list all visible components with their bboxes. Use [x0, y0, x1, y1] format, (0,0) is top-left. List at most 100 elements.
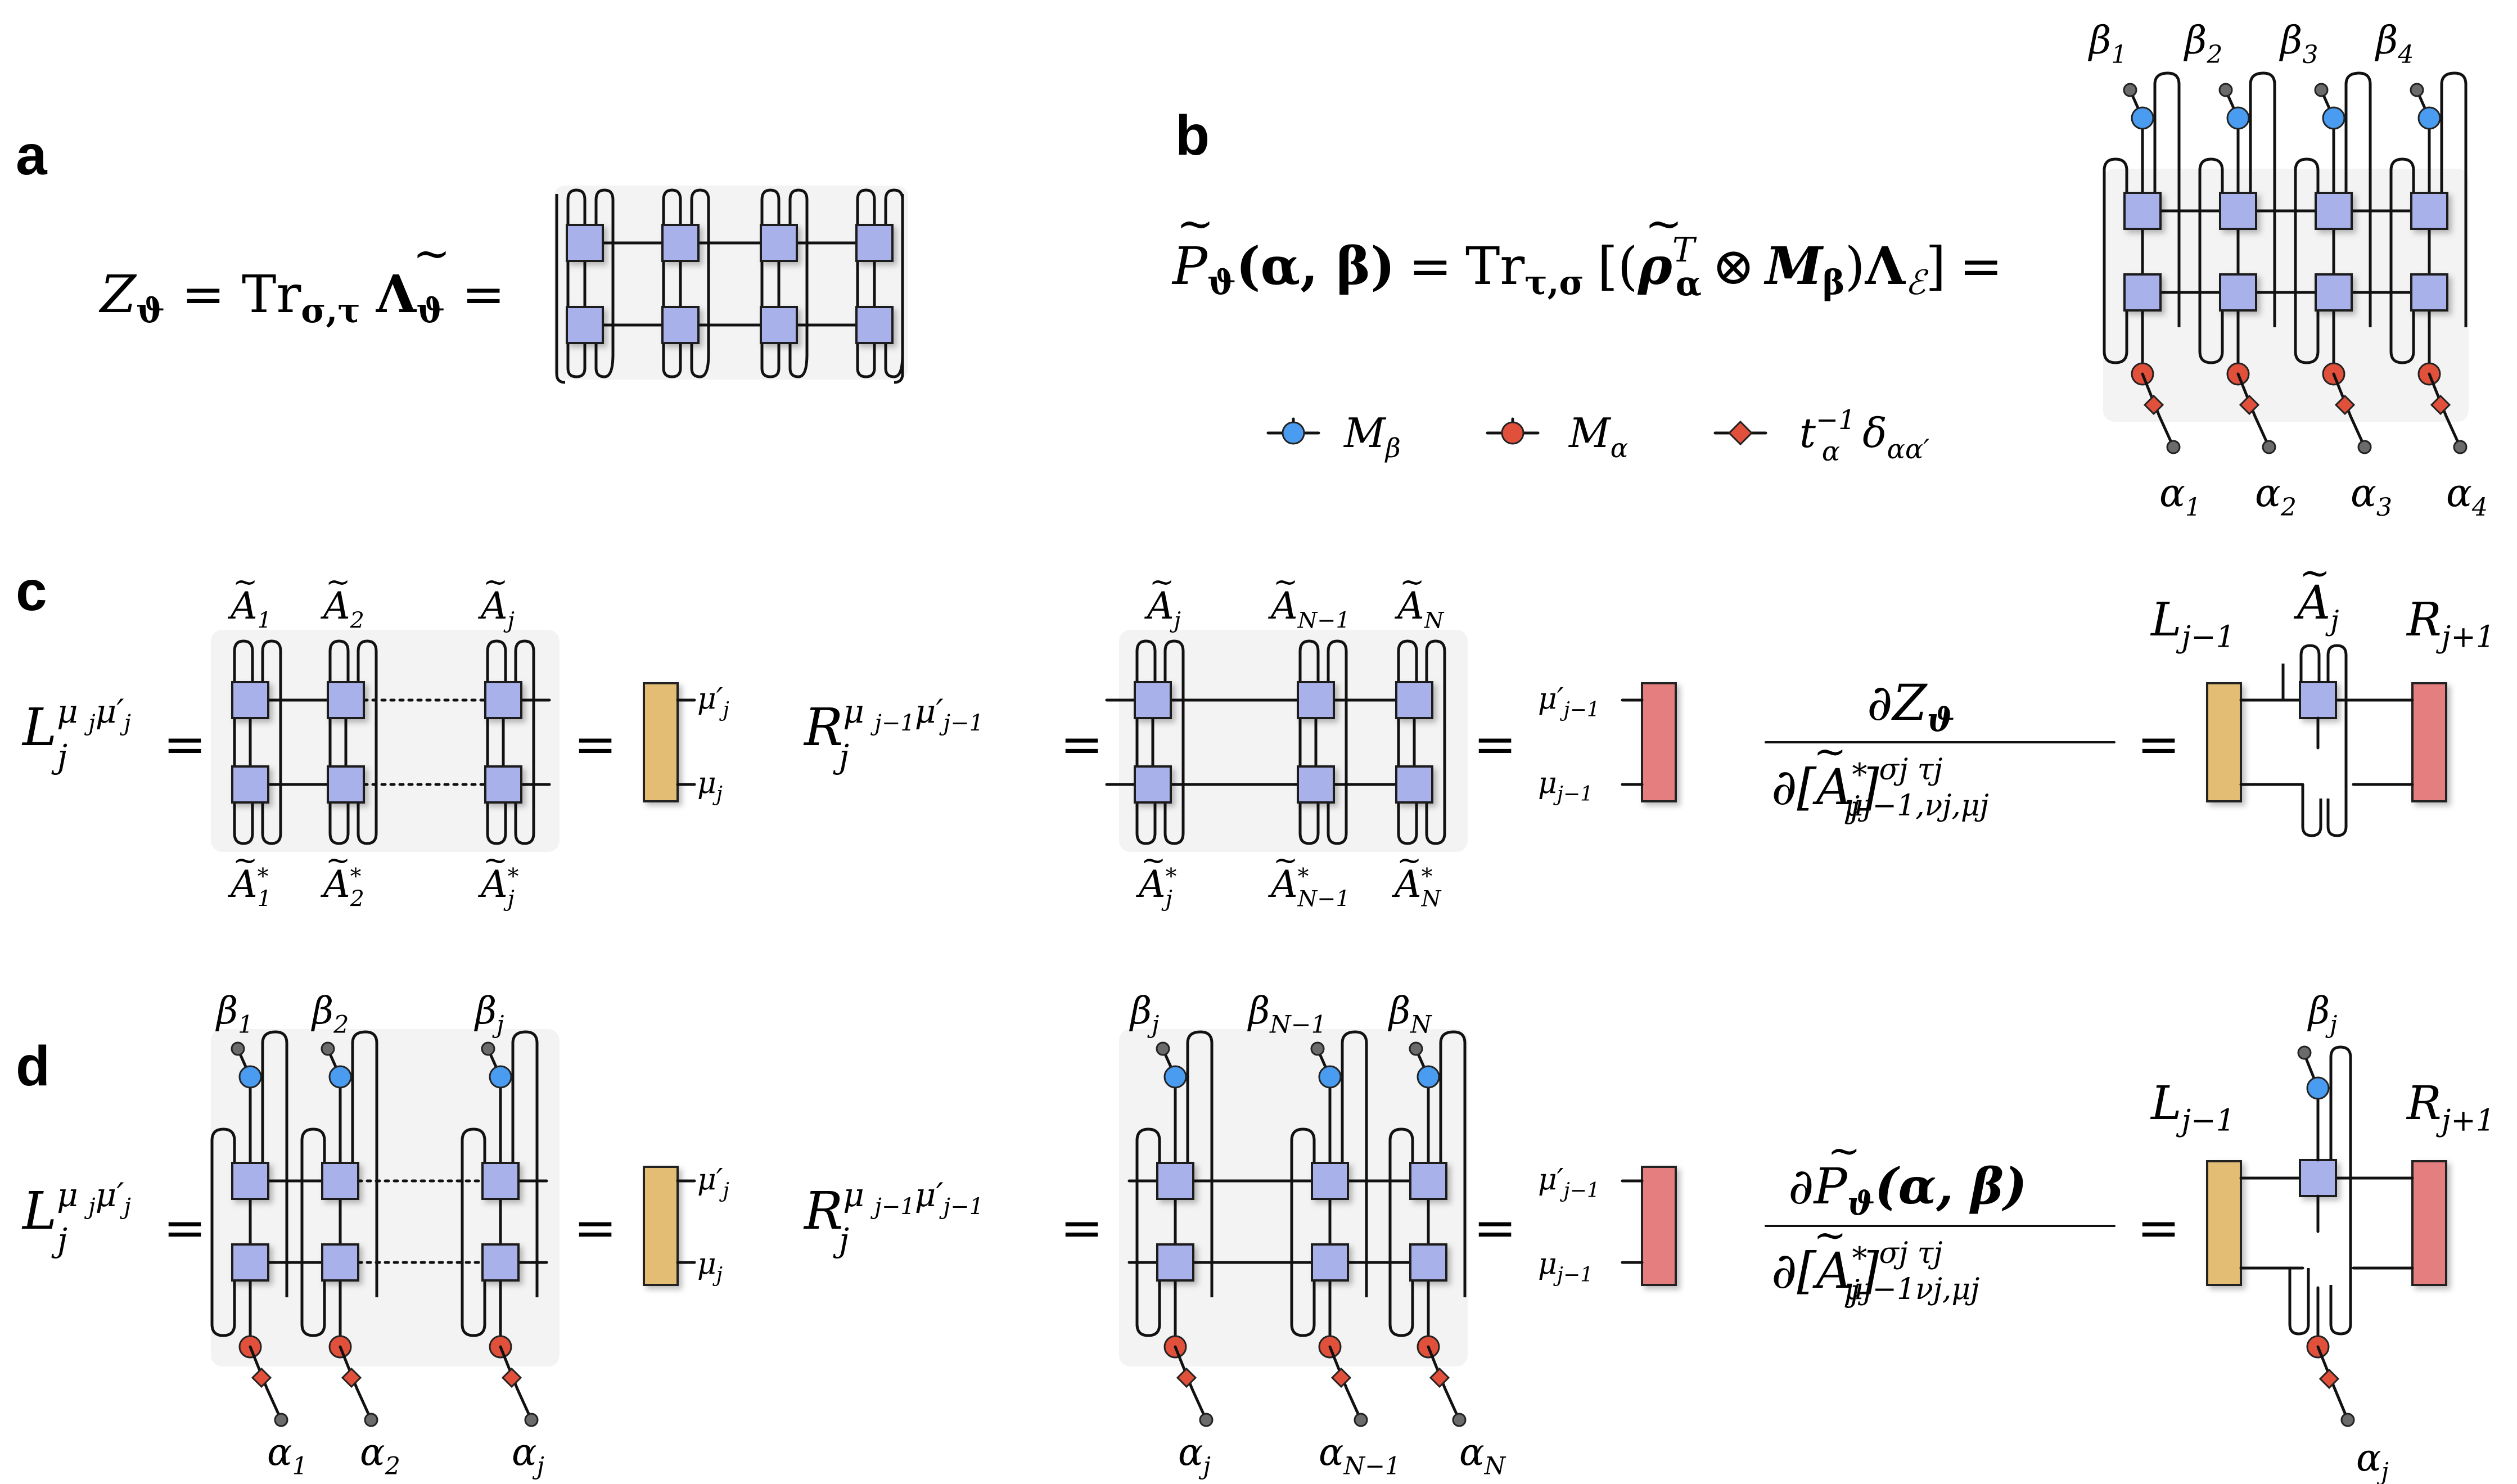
- tensor-A-conj: [566, 306, 604, 344]
- right-environment-block: [1641, 682, 1677, 802]
- bottom-loop: [2288, 1268, 2310, 1336]
- side-loop-right: [594, 188, 615, 378]
- tensor-A-conj: [661, 306, 700, 344]
- tensor-A: [1311, 1162, 1349, 1200]
- panel-label-a: a: [16, 124, 48, 187]
- trace-loop: [2249, 71, 2276, 327]
- endpoint-dot: [524, 1413, 539, 1427]
- equals-sign: =: [574, 1198, 617, 1258]
- legend-m-beta: Mβ: [1343, 409, 1401, 464]
- m-beta-node: [238, 1065, 262, 1089]
- tensor-A: [1395, 681, 1433, 719]
- svg-text:Zϑ=Trσ,τΛϑ=: Zϑ=Trσ,τΛϑ=: [98, 264, 505, 331]
- side-loop: [300, 1127, 326, 1337]
- top-loop: [1397, 639, 1418, 682]
- equals-sign: =: [574, 714, 617, 774]
- t-inverse-diamond: [2334, 394, 2356, 416]
- top-tensor-label: A2: [320, 584, 364, 634]
- alpha-label: α2: [2255, 471, 2297, 522]
- tensor-A: [327, 681, 365, 719]
- bottom-tensor-label: A*N: [1391, 863, 1442, 912]
- side-loop: [1163, 639, 1185, 845]
- mu-j-label: μj: [697, 766, 723, 806]
- bottom-loop: [760, 343, 781, 378]
- tensor-A: [855, 224, 894, 262]
- env-alpha-label: αj: [2356, 1436, 2389, 1484]
- tensor-A: [231, 1162, 269, 1200]
- beta-label: β3: [2279, 19, 2318, 69]
- outer-boundary-right: [894, 194, 904, 384]
- m-beta-node: [2131, 106, 2154, 130]
- right-environment-block: [2411, 1160, 2447, 1286]
- endpoint-dot: [231, 1041, 245, 1056]
- endpoint-dot: [1156, 1041, 1170, 1056]
- endpoint-dot: [2357, 440, 2372, 454]
- trace-loop: [1341, 1030, 1368, 1297]
- tensor-A: [231, 681, 269, 719]
- bottom-tensor-label: A*j: [1135, 863, 1177, 912]
- mu-prime-jm1-label: μ′j−1: [1538, 682, 1600, 721]
- alpha-label: αj: [512, 1431, 544, 1481]
- trace-loop: [2153, 71, 2181, 327]
- top-tensor-label: AN−1: [1267, 584, 1350, 634]
- beta-label: βN−1: [1247, 989, 1327, 1039]
- beta-label: β4: [2374, 19, 2414, 69]
- endpoint-dot: [2123, 83, 2137, 97]
- left-environment-block: [2206, 1160, 2242, 1286]
- equals-sign: =: [1473, 1198, 1517, 1258]
- tensor-A-conj: [2315, 273, 2353, 312]
- top-loop: [233, 639, 254, 682]
- m-beta-node: [2226, 106, 2250, 130]
- tilde-mark: ~: [1273, 565, 1298, 599]
- beta-label: β1: [215, 989, 253, 1039]
- tensor-A: [321, 1162, 359, 1200]
- bottom-loop: [856, 343, 876, 378]
- top-tensor-label: Aj: [477, 584, 515, 634]
- t-inverse-diamond: [251, 1367, 272, 1388]
- bottom-loop: [662, 343, 682, 378]
- top-tensor-label: AN: [1394, 584, 1445, 634]
- env-L-label: Lj−1: [2150, 1077, 2235, 1138]
- side-loop: [1327, 639, 1348, 845]
- tensor-A: [1134, 681, 1172, 719]
- legend-m-alpha: Mα: [1568, 409, 1628, 464]
- left-environment-block: [643, 1166, 679, 1286]
- derivative-numerator: ∂Zϑ: [1867, 674, 1955, 739]
- side-loop: [2326, 644, 2348, 837]
- tilde-mark: ~: [2299, 552, 2330, 594]
- t-inverse-diamond: [2239, 394, 2260, 416]
- endpoint-dot: [2166, 440, 2181, 454]
- network-shadow: [211, 1029, 560, 1366]
- mu-jm1-label: μj−1: [1538, 1247, 1593, 1287]
- alpha-label: αN: [1459, 1431, 1506, 1481]
- tensor-A: [484, 681, 522, 719]
- beta-label: βj: [1129, 989, 1159, 1039]
- alpha-label: α1: [267, 1431, 308, 1481]
- panel-a-network: [554, 186, 908, 384]
- m-beta-node: [1318, 1065, 1342, 1089]
- tilde-mark: ~: [1149, 565, 1174, 599]
- tensor-A-conj: [1395, 765, 1433, 804]
- endpoint-dot: [274, 1413, 288, 1427]
- tensor-A-conj: [484, 765, 522, 804]
- trace-loop: [511, 1030, 539, 1297]
- trace-loop: [2440, 71, 2468, 327]
- bottom-tensor-label: A*N−1: [1267, 863, 1350, 912]
- equals-sign: =: [2137, 1198, 2180, 1258]
- top-loop: [1298, 639, 1320, 682]
- mu-prime-j-label: μ′j: [697, 682, 729, 721]
- endpoint-dot: [2297, 1045, 2312, 1060]
- bottom-tensor-label: A*2: [320, 863, 364, 912]
- tensor-A: [760, 224, 798, 262]
- alpha-label: α4: [2446, 471, 2488, 522]
- side-loop: [514, 639, 535, 845]
- tensor-A-conj: [855, 306, 894, 344]
- tensor-A-conj: [231, 1243, 269, 1282]
- endpoint-dot: [1310, 1041, 1325, 1056]
- tensor-A: [566, 224, 604, 262]
- side-loop: [1290, 1127, 1316, 1337]
- bottom-tensor-label: A*j: [477, 863, 519, 912]
- tilde-mark: ~: [483, 843, 508, 877]
